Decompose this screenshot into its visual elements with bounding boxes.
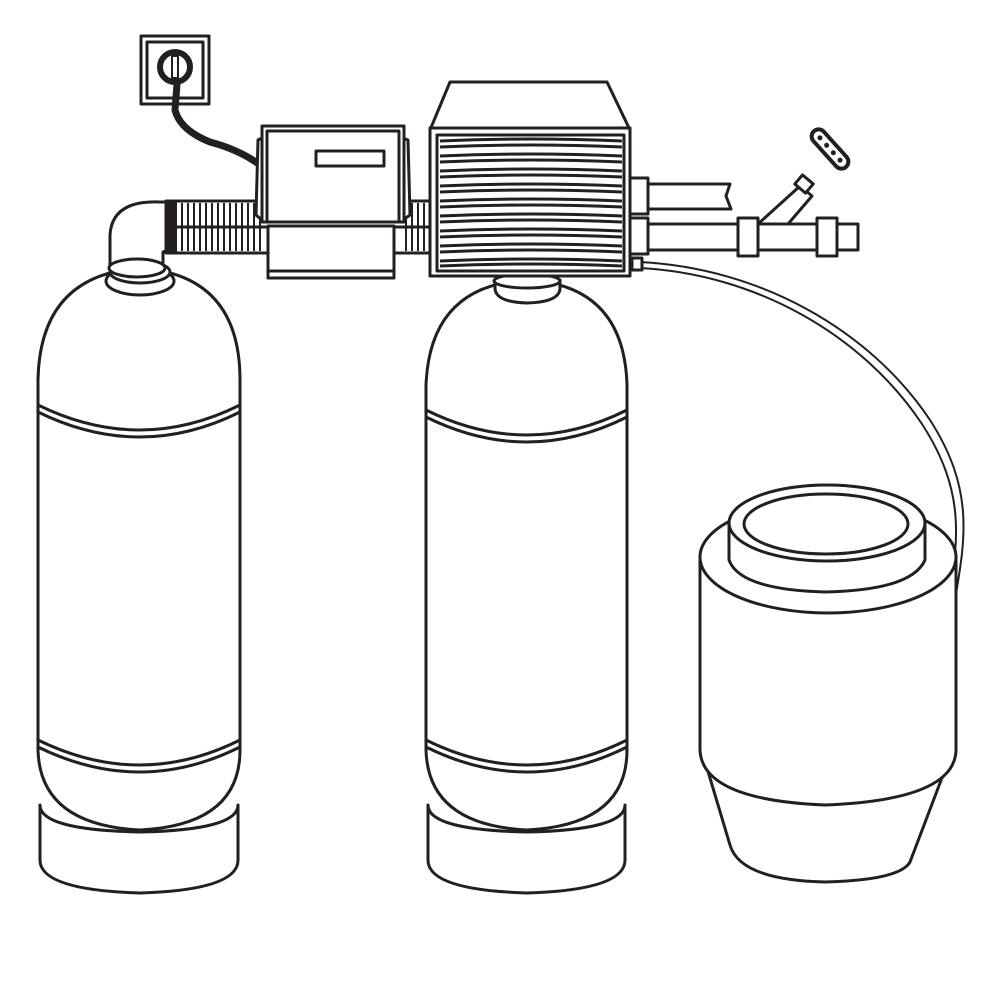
elbow-pipe <box>107 200 172 279</box>
resin-tank-right <box>424 272 629 895</box>
brine-line <box>639 261 965 601</box>
brine-tank <box>698 483 958 884</box>
control-valve <box>428 80 632 278</box>
power-cord <box>171 80 264 169</box>
shutoff-valve <box>756 127 851 226</box>
outlet-pipes <box>626 176 860 272</box>
resin-tank-left <box>36 259 242 895</box>
meter-module <box>254 124 412 280</box>
wall-outlet <box>139 34 211 106</box>
